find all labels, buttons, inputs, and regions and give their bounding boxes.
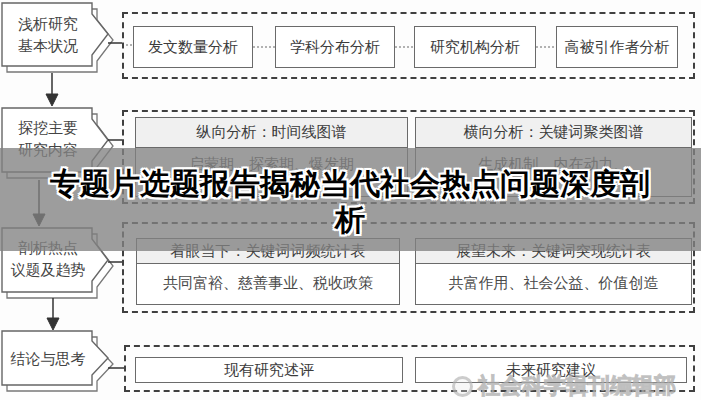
box-subject-distribution: 学科分布分析 [275, 26, 395, 68]
overlay-title: 专题片选题报告揭秘当代社会热点问题深度剖析 [45, 166, 655, 238]
watermark-logo-icon [452, 376, 473, 397]
flow-node1-label: 浅析研究 基本状况 [2, 13, 94, 57]
box-existing-review: 现有研究述评 [135, 357, 403, 383]
watermark: 社会科学辑刊编辑部 [452, 371, 676, 400]
panel-horizontal-header: 横向分析：关键词聚类图谱 [416, 118, 691, 148]
down-arrow-1 [46, 73, 58, 106]
panel-current-content: 共同富裕、慈善事业、税收政策 [137, 264, 399, 305]
panel-future-content: 共富作用、社会公益、价值创造 [416, 264, 691, 305]
flow-node4-label: 结论与思考 [2, 348, 94, 370]
box-publication-count: 发文数量分析 [133, 26, 253, 68]
watermark-text: 社会科学辑刊编辑部 [478, 371, 676, 400]
down-arrow-3 [47, 298, 59, 330]
panel-longitudinal-header: 纵向分析：时间线图谱 [136, 118, 407, 148]
box-cited-author-analysis: 高被引作者分析 [556, 26, 678, 68]
box-institution-analysis: 研究机构分析 [414, 26, 536, 68]
